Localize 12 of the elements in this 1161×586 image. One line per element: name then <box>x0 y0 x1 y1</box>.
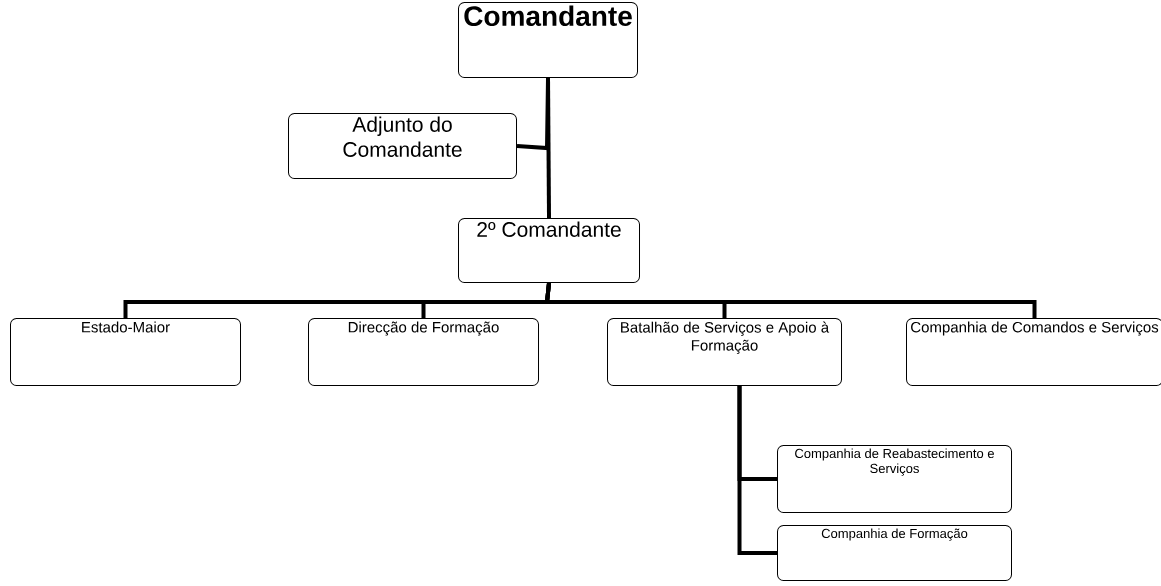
org-box: Companhia de Formação <box>777 525 1012 581</box>
connector-line <box>544 282 1037 318</box>
org-box: Companhia de Reabastecimento e Serviços <box>777 445 1012 513</box>
org-box: Comandante <box>458 2 638 78</box>
org-box: 2º Comandante <box>458 218 640 283</box>
connector-line <box>546 78 551 218</box>
org-box: Companhia de Comandos e Serviços <box>906 318 1161 386</box>
org-box: Batalhão de Serviços e Apoio à Formação <box>607 318 842 386</box>
org-box: Adjunto do Comandante <box>288 113 517 179</box>
org-box: Direcção de Formação <box>308 318 539 386</box>
org-box: Estado-Maior <box>10 318 241 386</box>
connector-line <box>737 386 777 555</box>
